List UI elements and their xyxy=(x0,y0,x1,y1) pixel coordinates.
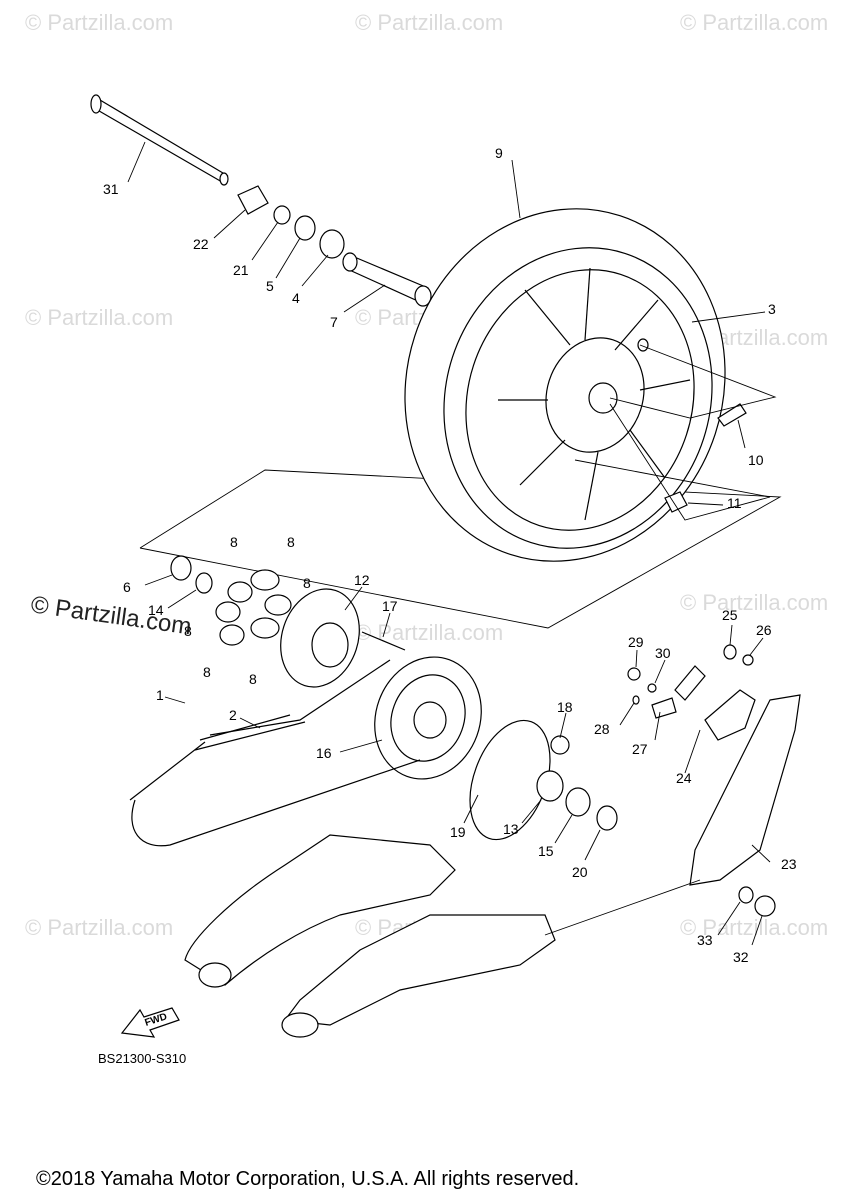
axle-nut[interactable] xyxy=(754,895,776,917)
callout-labels: 31 22 21 5 4 7 9 3 10 11 6 14 8 8 8 8 8 … xyxy=(103,145,797,965)
bearing-left[interactable] xyxy=(170,555,192,581)
watermark: © Partzilla.com xyxy=(25,305,173,330)
callout-17: 17 xyxy=(382,598,398,614)
oil-seal-right[interactable] xyxy=(565,787,591,817)
callout-11: 11 xyxy=(727,495,742,511)
callout-33: 33 xyxy=(697,932,713,948)
callout-9: 9 xyxy=(495,145,503,161)
callout-8e: 8 xyxy=(203,664,211,680)
callout-15: 15 xyxy=(538,843,554,859)
washer[interactable] xyxy=(647,683,657,693)
callout-26: 26 xyxy=(756,622,772,638)
bolt[interactable] xyxy=(627,667,641,681)
callout-leaders xyxy=(127,141,771,946)
valve[interactable] xyxy=(717,403,747,427)
callout-19: 19 xyxy=(450,824,466,840)
collar[interactable] xyxy=(273,205,291,225)
callout-6: 6 xyxy=(123,579,131,595)
exploded-group-outline xyxy=(139,469,782,629)
callout-18: 18 xyxy=(557,699,573,715)
oil-seal[interactable] xyxy=(294,215,316,241)
watermark: © Partzilla.com xyxy=(25,915,173,940)
callout-25: 25 xyxy=(722,607,738,623)
callout-16: 16 xyxy=(316,745,332,761)
callout-8a: 8 xyxy=(230,534,238,550)
pin[interactable] xyxy=(632,695,640,705)
adjust-bolt[interactable] xyxy=(723,644,737,660)
watermark: © Partzilla.com xyxy=(25,10,173,35)
watermark-prominent: © Partzilla.com xyxy=(29,591,193,640)
drive-chain[interactable] xyxy=(129,659,421,847)
callout-31: 31 xyxy=(103,181,119,197)
bearing[interactable] xyxy=(319,229,345,259)
watermark: © Partzilla.com xyxy=(680,10,828,35)
callout-5: 5 xyxy=(266,278,274,294)
callout-24: 24 xyxy=(676,770,692,786)
clutch-hub[interactable] xyxy=(268,579,371,698)
chain-case[interactable] xyxy=(689,694,801,886)
callout-29: 29 xyxy=(628,634,644,650)
callout-32: 32 xyxy=(733,949,749,965)
spacer[interactable] xyxy=(342,252,432,307)
collar-left[interactable] xyxy=(195,572,213,594)
washer-axle[interactable] xyxy=(738,886,754,904)
callout-2: 2 xyxy=(229,707,237,723)
watermark: © Partzilla.com xyxy=(680,590,828,615)
stud-bolt[interactable] xyxy=(361,631,406,651)
callout-27: 27 xyxy=(632,741,648,757)
callout-8b: 8 xyxy=(287,534,295,550)
clutch-dampers[interactable] xyxy=(215,569,292,646)
leader xyxy=(609,344,777,419)
callout-22: 22 xyxy=(193,236,209,252)
bearing-right[interactable] xyxy=(536,770,564,802)
callout-14: 14 xyxy=(148,602,164,618)
forward-arrow-icon: FWD xyxy=(120,1007,180,1038)
callout-8c: 8 xyxy=(303,575,311,591)
copyright-notice: ©2018 Yamaha Motor Corporation, U.S.A. A… xyxy=(36,1168,579,1190)
axle[interactable] xyxy=(90,94,229,186)
swingarm[interactable] xyxy=(184,834,701,1038)
callout-10: 10 xyxy=(748,452,764,468)
driven-sprocket[interactable] xyxy=(358,642,498,794)
callout-20: 20 xyxy=(572,864,588,880)
nut[interactable] xyxy=(550,735,570,755)
callout-4: 4 xyxy=(292,290,300,306)
callout-21: 21 xyxy=(233,262,249,278)
axle-plate[interactable] xyxy=(237,185,269,215)
diagram-code: BS21300-S310 xyxy=(98,1051,186,1066)
callout-28: 28 xyxy=(594,721,610,737)
collar-right[interactable] xyxy=(596,805,618,831)
watermark: © Partzilla.com xyxy=(355,620,503,645)
callout-13: 13 xyxy=(503,821,519,837)
leader xyxy=(574,403,771,521)
callout-8f: 8 xyxy=(249,671,257,687)
callout-12: 12 xyxy=(354,572,370,588)
callout-3: 3 xyxy=(768,301,776,317)
watermark: © Partzilla.com xyxy=(680,915,828,940)
chain-adjuster[interactable] xyxy=(651,665,756,741)
watermark: © Partzilla.com xyxy=(355,10,503,35)
callout-7: 7 xyxy=(330,314,338,330)
callout-30: 30 xyxy=(655,645,671,661)
callout-1: 1 xyxy=(156,687,164,703)
callout-23: 23 xyxy=(781,856,797,872)
callout-8d: 8 xyxy=(184,623,192,639)
locknut[interactable] xyxy=(742,654,754,666)
